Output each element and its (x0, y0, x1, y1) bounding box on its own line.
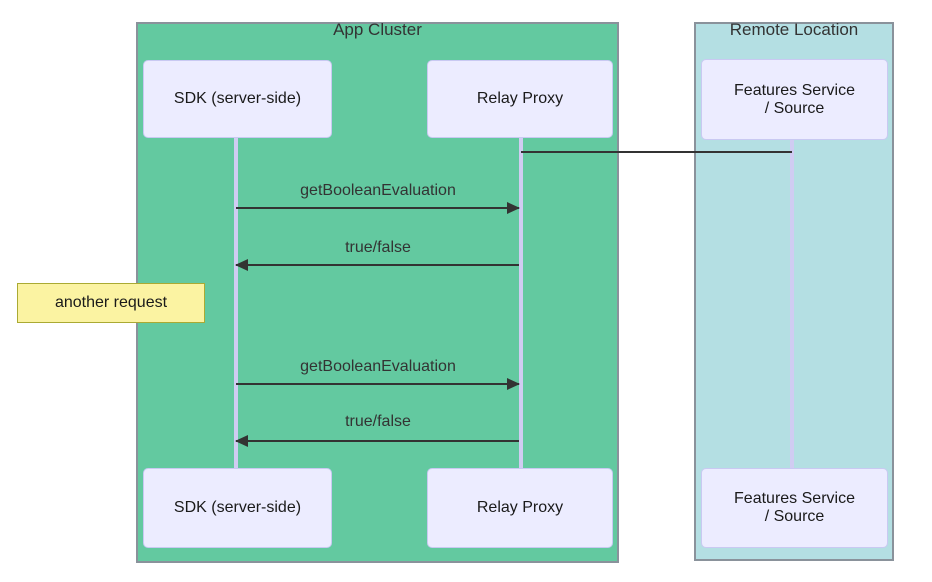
actor-sdk-bottom: SDK (server-side) (143, 468, 332, 548)
message-arrow-truefalse-2 (235, 435, 519, 447)
message-label-truefalse-1: true/false (345, 239, 411, 256)
arrowhead-left-icon (235, 259, 248, 271)
arrowhead-left-icon (235, 435, 248, 447)
app-cluster-title: App Cluster (333, 20, 422, 39)
message-arrow-getbooleanevaluation-2 (236, 378, 520, 390)
message-label-getbooleanevaluation-2: getBooleanEvaluation (300, 358, 456, 375)
relay-to-features-link (521, 151, 792, 153)
lifeline-features-service (790, 140, 794, 468)
message-label-truefalse-2: true/false (345, 413, 411, 430)
message-arrow-getbooleanevaluation-1 (236, 202, 520, 214)
actor-relay-proxy-bottom: Relay Proxy (427, 468, 613, 548)
message-label-getbooleanevaluation-1: getBooleanEvaluation (300, 182, 456, 199)
message-arrow-truefalse-1 (235, 259, 519, 271)
arrowhead-right-icon (507, 202, 520, 214)
lifeline-sdk (234, 138, 238, 468)
lifeline-relay-proxy (519, 138, 523, 468)
actor-features-service-bottom: Features Service / Source (701, 468, 888, 548)
note-another-request: another request (17, 283, 205, 323)
actor-features-service-top: Features Service / Source (701, 59, 888, 140)
actor-sdk-top: SDK (server-side) (143, 60, 332, 138)
remote-location-title: Remote Location (729, 20, 859, 39)
arrowhead-right-icon (507, 378, 520, 390)
actor-relay-proxy-top: Relay Proxy (427, 60, 613, 138)
